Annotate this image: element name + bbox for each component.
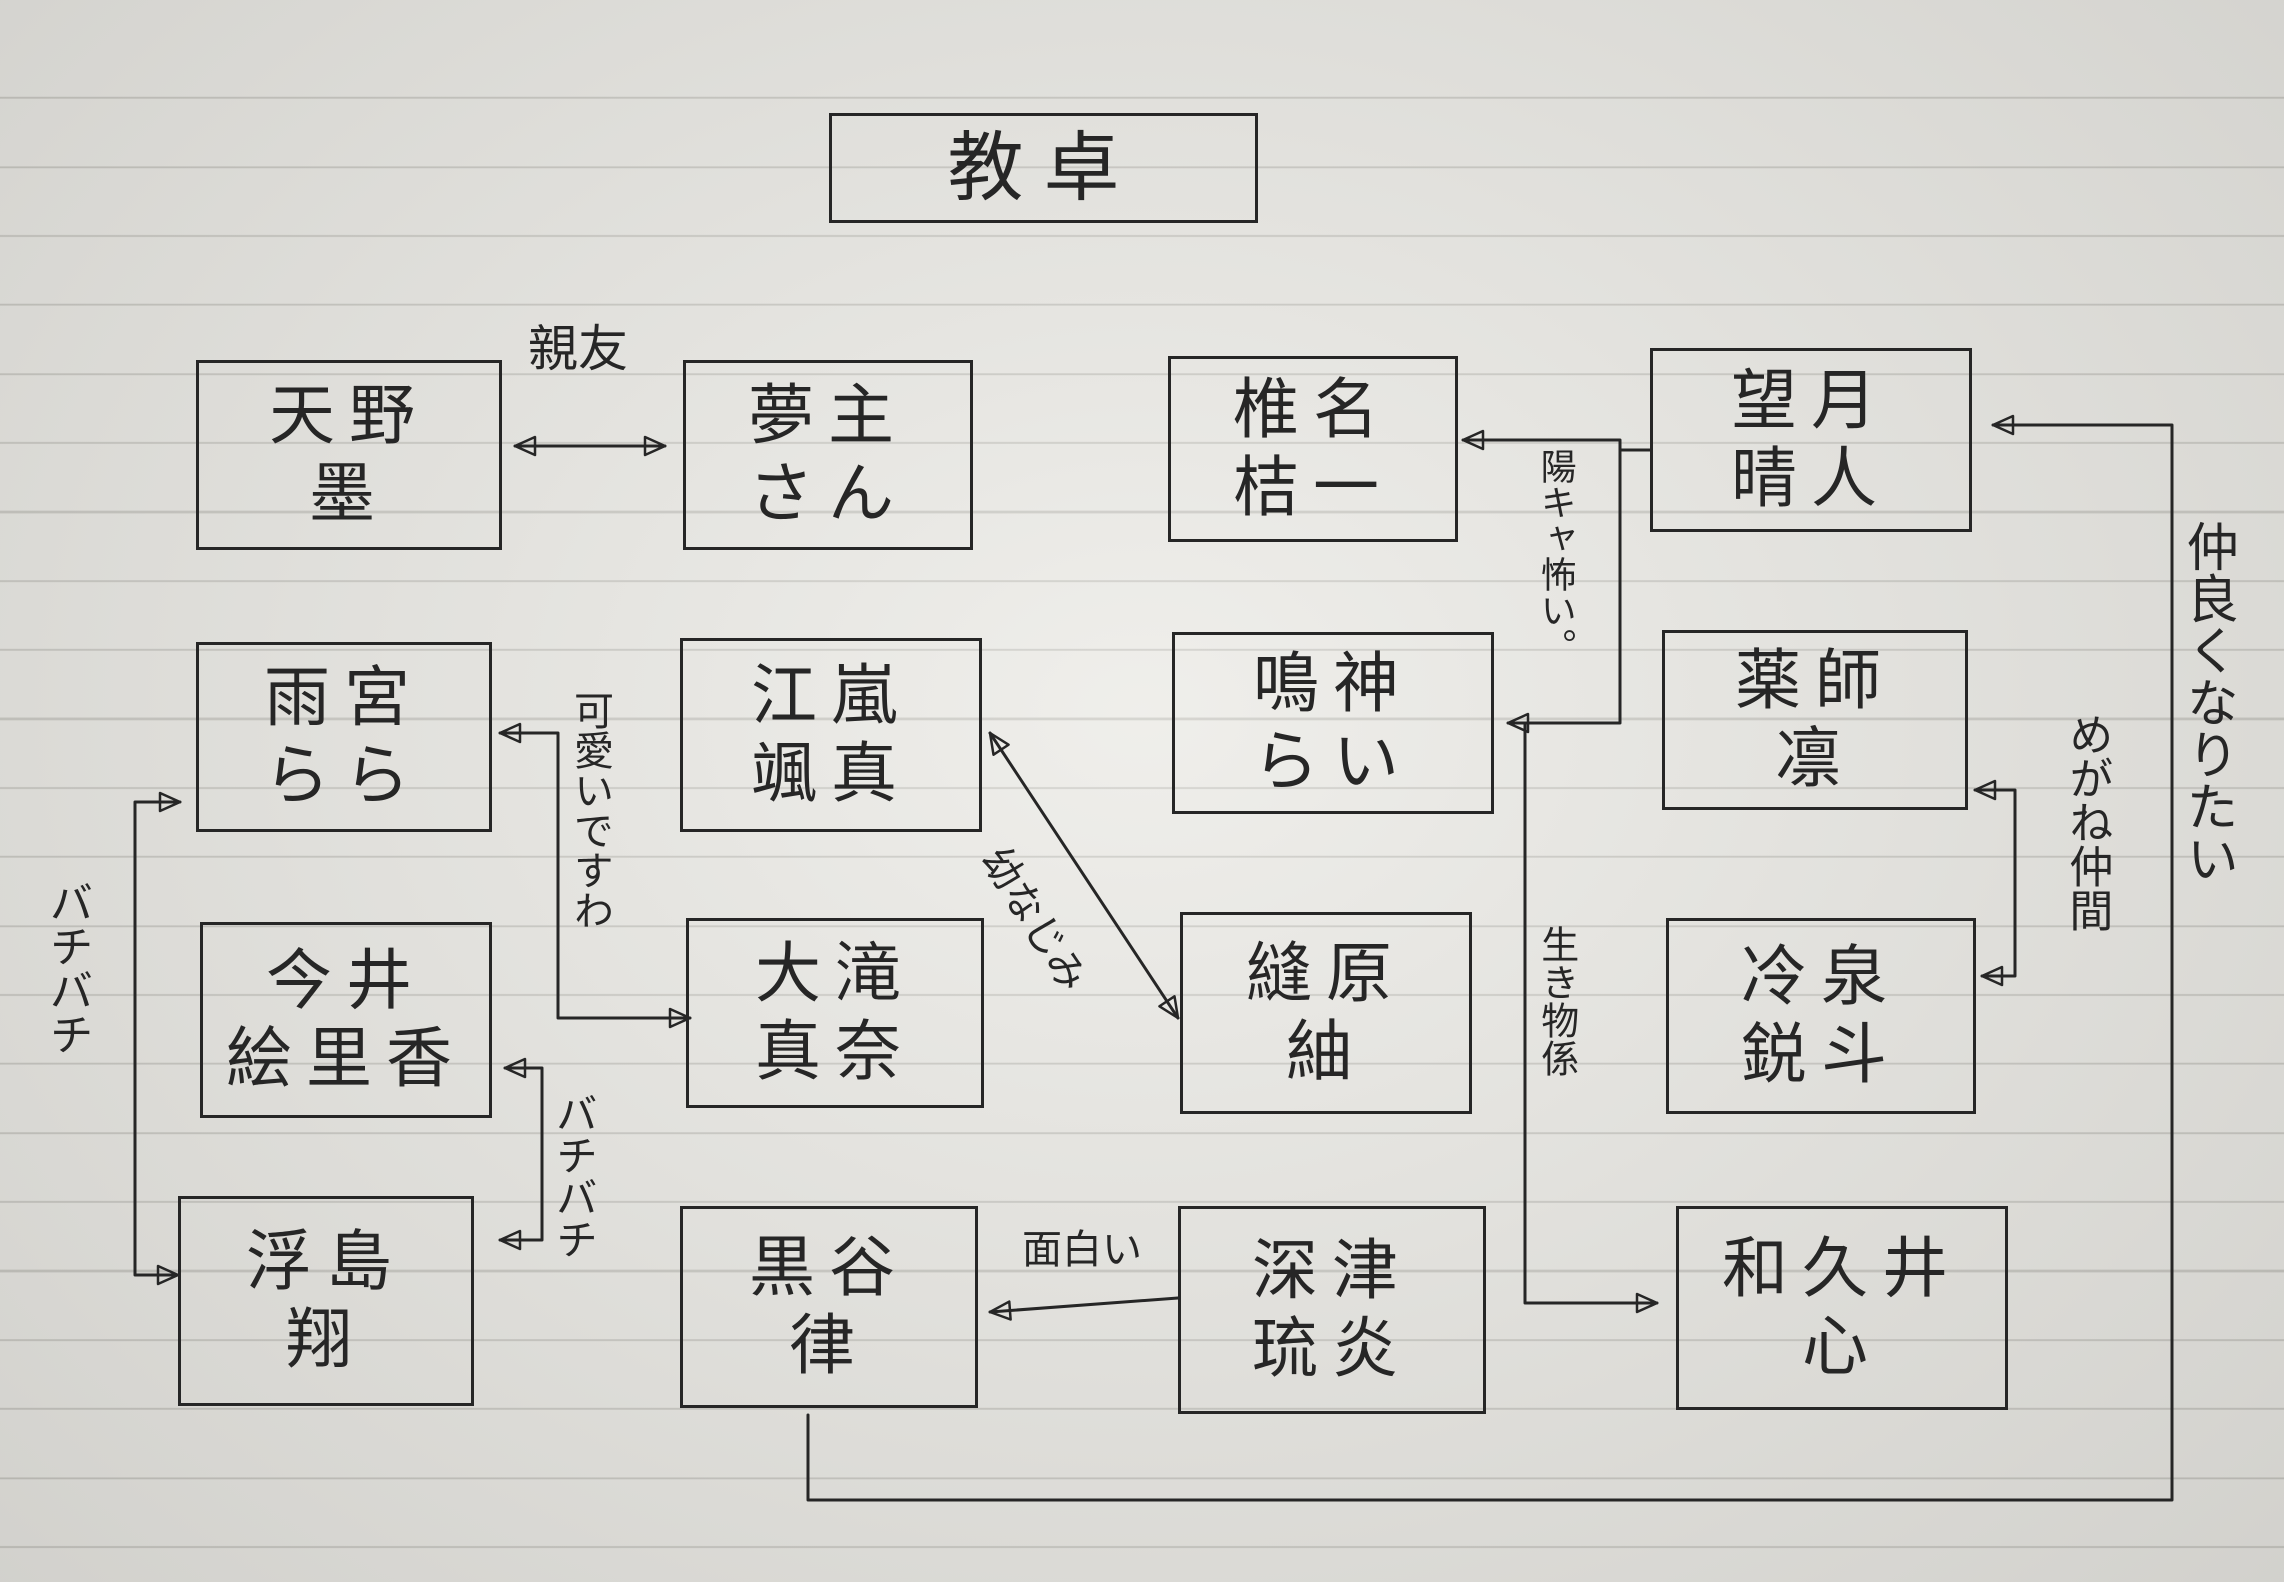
- label-best-friends: 親友: [528, 320, 628, 378]
- seat-amamiya: 雨宮 らら: [196, 642, 492, 832]
- seat-otaki: 大滝 真奈: [686, 918, 984, 1108]
- label-amamiya-ukishima: バチバチ: [41, 880, 93, 1056]
- arrow-amamiya-otaki: [498, 722, 692, 1029]
- seat-shiina-given: 桔一: [1233, 449, 1393, 526]
- seat-fukatsu-surname: 深津: [1252, 1232, 1412, 1310]
- seat-narukami-surname: 鳴神: [1253, 645, 1413, 723]
- seat-ukishima-surname: 浮島: [246, 1223, 406, 1301]
- teacher-desk: 教卓: [829, 113, 1258, 223]
- arrow-mochizuki-narukami: [1506, 448, 1622, 734]
- seat-wakui-surname: 和久井: [1722, 1230, 1962, 1308]
- seat-nuihara-given: 紬: [1286, 1013, 1366, 1090]
- seat-narukami: 鳴神 らい: [1172, 632, 1494, 814]
- seat-shiina: 椎名 桔一: [1168, 356, 1458, 542]
- seat-ukishima: 浮島 翔: [178, 1196, 474, 1406]
- teacher-desk-label: 教卓: [947, 123, 1140, 213]
- seat-narukami-given: らい: [1253, 723, 1413, 800]
- seat-wakui-given: 心: [1802, 1308, 1882, 1385]
- seat-mochizuki-given: 晴人: [1731, 440, 1891, 517]
- label-narukami-wakui: 生き物係: [1534, 925, 1579, 1077]
- seat-yumenushi: 夢主 さん: [683, 360, 973, 550]
- label-fukatsu-kurotani: 面白い: [1022, 1227, 1142, 1273]
- seat-otaki-given: 真奈: [755, 1013, 915, 1090]
- arrow-mochizuki-shiina: [1461, 429, 1652, 452]
- seat-yakushi-surname: 薬師: [1735, 642, 1895, 720]
- seat-yakushi: 薬師 凛: [1662, 630, 1968, 810]
- arrow-fukatsu-kurotani: [988, 1296, 1180, 1321]
- seat-fukatsu-given: 琉炎: [1252, 1310, 1412, 1387]
- seat-imai: 今井 絵里香: [200, 922, 492, 1118]
- seat-imai-given: 絵里香: [226, 1020, 466, 1097]
- seat-yumenushi-surname: 夢主: [748, 377, 908, 455]
- label-mochizuki-shiina: 陽キャ怖い。: [1534, 448, 1576, 664]
- arrow-narukami-wakui: [1523, 723, 1659, 1314]
- seat-nuihara-surname: 縫原: [1246, 935, 1406, 1013]
- seat-otaki-surname: 大滝: [755, 935, 915, 1013]
- seat-mochizuki: 望月 晴人: [1650, 348, 1972, 532]
- arrow-arashi-nuihara: [988, 731, 1180, 1020]
- seat-yakushi-given: 凛: [1775, 720, 1855, 797]
- seat-kurotani: 黒谷 律: [680, 1206, 978, 1408]
- seat-mochizuki-surname: 望月: [1731, 362, 1891, 440]
- arrow-yakushi-reizei: [1973, 779, 2017, 987]
- seat-reizei: 冷泉 鋭斗: [1666, 918, 1976, 1114]
- seat-nuihara: 縫原 紬: [1180, 912, 1472, 1114]
- seat-amano-given: 墨: [309, 455, 389, 532]
- seat-kurotani-given: 律: [789, 1307, 869, 1384]
- seat-ukishima-given: 翔: [286, 1301, 366, 1378]
- arrow-imai-ukishima: [498, 1057, 544, 1251]
- arrow-amamiya-ukishima: [133, 791, 182, 1286]
- label-kurotani-mochizuki: 仲良くなりたい: [2177, 520, 2238, 884]
- seat-fukatsu: 深津 琉炎: [1178, 1206, 1486, 1414]
- seat-amamiya-surname: 雨宮: [264, 659, 424, 737]
- arrow-kurotani-mochizuki: [806, 414, 2174, 1502]
- seat-wakui: 和久井 心: [1676, 1206, 2008, 1410]
- seat-arashi: 江嵐 颯真: [680, 638, 982, 832]
- seat-reizei-surname: 冷泉: [1741, 938, 1901, 1016]
- label-amamiya-otaki: 可愛いですわ: [567, 690, 613, 930]
- seat-imai-surname: 今井: [266, 942, 426, 1020]
- seat-amano-surname: 天野: [269, 377, 429, 455]
- label-yakushi-reizei: めがね仲間: [2061, 712, 2113, 932]
- seat-arashi-surname: 江嵐: [751, 657, 911, 735]
- seat-yumenushi-given: さん: [748, 455, 908, 532]
- seat-amano: 天野 墨: [196, 360, 502, 550]
- seat-arashi-given: 颯真: [751, 735, 911, 812]
- seat-shiina-surname: 椎名: [1233, 371, 1393, 449]
- seat-amamiya-given: らら: [264, 737, 424, 814]
- label-imai-ukishima: バチバチ: [549, 1092, 599, 1260]
- seat-kurotani-surname: 黒谷: [749, 1229, 909, 1307]
- seat-reizei-given: 鋭斗: [1741, 1016, 1901, 1093]
